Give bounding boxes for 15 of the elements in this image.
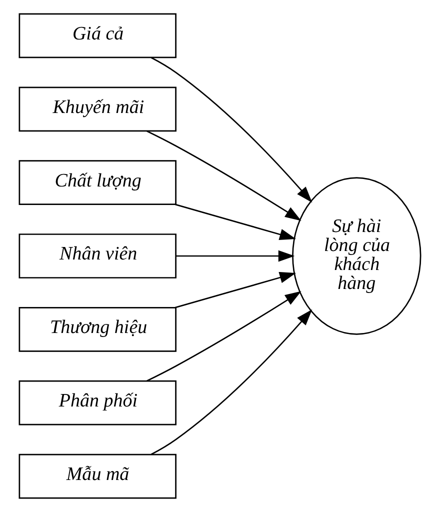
arrow <box>150 309 312 455</box>
node-box: Phân phối <box>18 380 176 426</box>
node-box: Mẫu mã <box>18 454 176 499</box>
node-ellipse: Sự hài lòng của khách hàng <box>292 177 422 335</box>
arrow <box>146 130 302 221</box>
node-box: Giá cả <box>18 13 176 58</box>
node-box: Khuyến mãi <box>18 86 176 132</box>
arrow <box>175 272 296 308</box>
arrow <box>150 57 312 203</box>
node-box: Nhân viên <box>18 234 176 278</box>
arrow <box>146 291 302 382</box>
node-box: Chất lượng <box>18 160 176 206</box>
node-box: Thương hiệu <box>18 307 176 352</box>
arrow <box>176 250 295 262</box>
arrow <box>175 204 296 240</box>
